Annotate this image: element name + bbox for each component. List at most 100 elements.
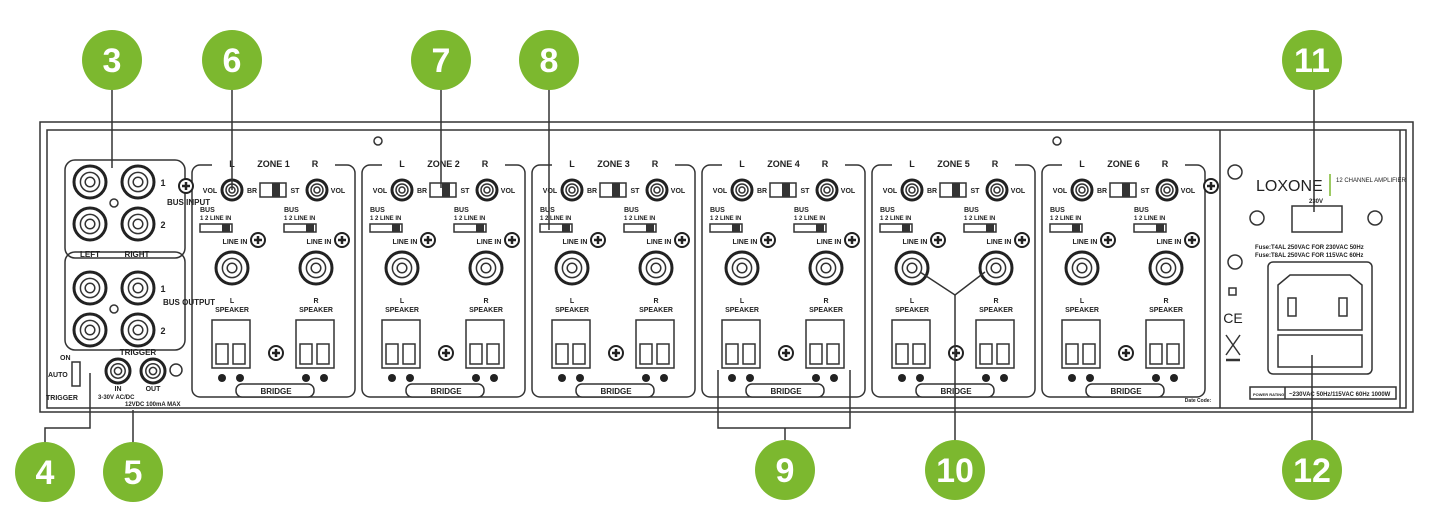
bus-select-options: 1 2 LINE IN <box>200 216 231 222</box>
jack-core <box>313 186 321 194</box>
speaker-terminal <box>635 319 675 369</box>
callout-badge <box>1282 440 1342 500</box>
speaker-terminal <box>1145 319 1185 369</box>
zone-title: ZONE 3 <box>597 159 630 169</box>
jack-outer <box>1064 250 1100 286</box>
terminal-slot <box>385 343 399 365</box>
speaker-terminal <box>211 319 251 369</box>
speaker-label: SPEAKER <box>555 307 589 314</box>
callout-number: 3 <box>103 42 122 80</box>
jack-inner <box>395 183 409 197</box>
jack-outer <box>139 357 167 385</box>
zone-left-label: L <box>909 159 915 169</box>
trigger-out-label: OUT <box>146 386 162 393</box>
callout-number: 7 <box>432 42 451 80</box>
terminal-slot <box>742 343 756 365</box>
bus-select-label: BUS <box>370 207 385 214</box>
iec-pin <box>1338 297 1348 317</box>
terminal-slot <box>639 343 653 365</box>
jack-inner <box>145 363 161 379</box>
terminal-polarity-icon <box>1000 374 1008 382</box>
terminal-slot <box>215 343 229 365</box>
screw-cross <box>442 349 450 357</box>
speaker-terminal <box>975 319 1015 369</box>
bus-select-label: BUS <box>284 207 299 214</box>
zone-title-bg <box>552 158 675 170</box>
terminal-polarity-icon <box>406 374 414 382</box>
power-rating-value: ~230VAC 50Hz/115VAC 60Hz 1000W <box>1289 392 1391 398</box>
trigger-out-spec: 12VDC 100mA MAX <box>125 402 180 408</box>
speaker-terminal <box>551 319 591 369</box>
bus-output-frame <box>64 251 186 351</box>
speaker-label: SPEAKER <box>809 307 843 314</box>
leader-line <box>717 370 851 429</box>
trigger-out-jack <box>139 357 167 385</box>
iec-socket <box>1277 274 1363 331</box>
callout-number: 12 <box>1293 452 1331 490</box>
line-in-label: LINE IN <box>223 239 248 246</box>
terminal-slot <box>1149 343 1163 365</box>
speaker-terminal <box>891 319 931 369</box>
switch-slider <box>1122 183 1130 197</box>
jack-outer <box>815 178 839 202</box>
jack-core <box>84 324 96 336</box>
terminal-polarity-icon <box>320 374 328 382</box>
jack-core <box>84 218 96 230</box>
jack-inner <box>1075 183 1089 197</box>
left-label: LEFT <box>80 250 100 259</box>
screw-cross <box>1122 349 1130 357</box>
terminal-slot <box>1065 343 1079 365</box>
vol-right-label: VOL <box>1181 188 1196 195</box>
rca-jack <box>72 312 108 348</box>
jack-inner <box>820 183 834 197</box>
switch-slider <box>562 224 570 232</box>
jack-inner <box>565 183 579 197</box>
callout-number: 11 <box>1294 42 1330 80</box>
terminal-polarity-icon <box>388 374 396 382</box>
zone-left-label: L <box>739 159 745 169</box>
zone-title: ZONE 2 <box>427 159 460 169</box>
jack-core <box>820 262 832 274</box>
bus-select-options: 1 2 LINE IN <box>794 216 825 222</box>
bus-select-options: 1 2 LINE IN <box>454 216 485 222</box>
bus-select-options: 1 2 LINE IN <box>624 216 655 222</box>
br-label: BR <box>757 188 767 195</box>
terminal-slot <box>299 343 313 365</box>
bus-select-switch <box>1049 223 1083 233</box>
chassis-inner <box>46 129 1407 409</box>
jack-inner <box>475 257 497 279</box>
fuse-label-2: Fuse:T8AL 250VAC FOR 115VAC 60Hz <box>1255 253 1363 259</box>
jack-outer <box>985 178 1009 202</box>
speaker-terminal <box>381 319 421 369</box>
screw-icon <box>930 232 946 248</box>
jack-core <box>483 186 491 194</box>
jack-outer <box>900 178 924 202</box>
bus-select-options: 1 2 LINE IN <box>1050 216 1081 222</box>
screw-cross <box>678 236 686 244</box>
switch-slider <box>442 183 450 197</box>
zone-left-label: L <box>569 159 575 169</box>
terminal-polarity-icon <box>830 374 838 382</box>
bus-select-options: 1 2 LINE IN <box>284 216 315 222</box>
jack-inner <box>1071 257 1093 279</box>
speaker-channel-label: L <box>400 298 405 305</box>
screw-icon <box>948 345 964 361</box>
line-in-label: LINE IN <box>563 239 588 246</box>
speaker-label: SPEAKER <box>385 307 419 314</box>
bus-output-1: 1 <box>160 284 165 294</box>
speaker-channel-label: L <box>1080 298 1085 305</box>
jack-outer <box>305 178 329 202</box>
line-in-jack <box>554 250 590 286</box>
line-in-jack <box>298 250 334 286</box>
vol-knob-right <box>475 178 499 202</box>
terminal-polarity-icon <box>490 374 498 382</box>
line-in-label: LINE IN <box>477 239 502 246</box>
jack-core <box>650 262 662 274</box>
jack-core <box>823 186 831 194</box>
screw-cross <box>508 236 516 244</box>
rca-jack <box>72 164 108 200</box>
